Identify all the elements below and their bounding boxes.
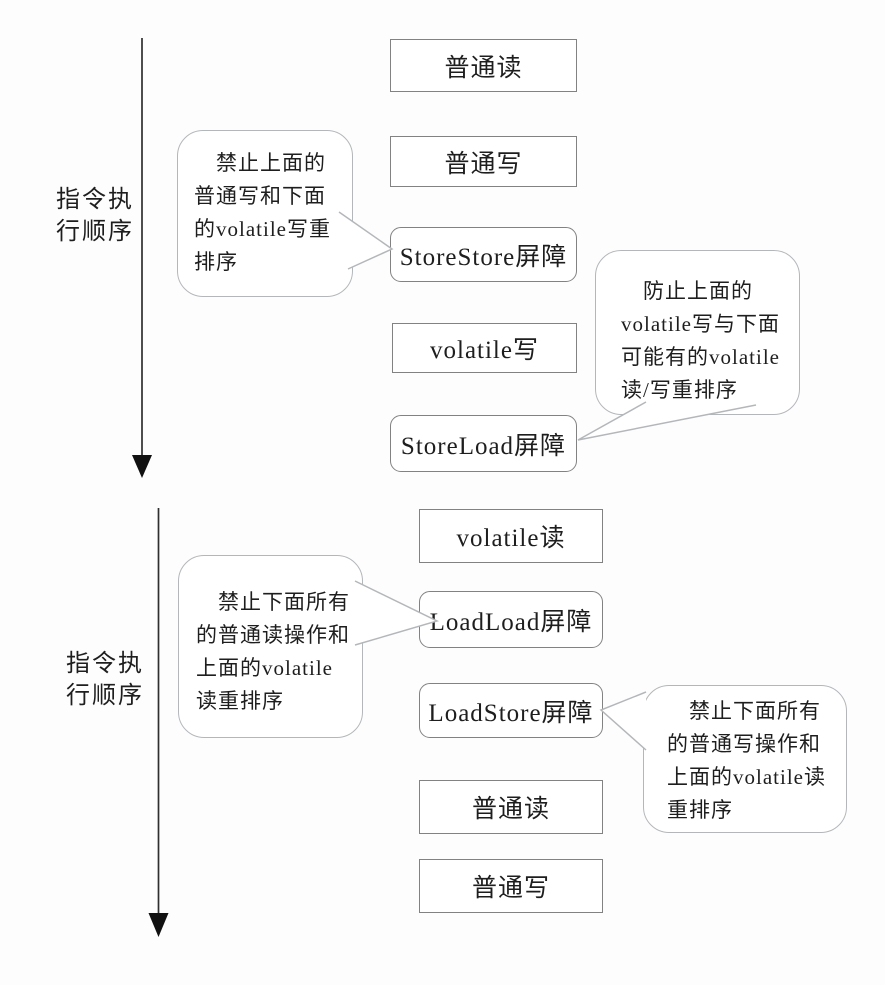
box-storeload-barrier: StoreLoad屏障	[390, 415, 577, 472]
box-label: StoreStore屏障	[399, 243, 568, 271]
box-label: LoadStore屏障	[428, 699, 594, 727]
bottom-right-callout-tail	[599, 691, 647, 751]
box-label: 普通写	[471, 875, 550, 902]
box-ordinary-write-top: 普通写	[390, 136, 577, 187]
box-label: StoreLoad屏障	[400, 432, 567, 460]
box-label: volatile写	[430, 337, 539, 364]
top-axis-label: 指令执 行顺序	[56, 187, 134, 245]
box-ordinary-read-top: 普通读	[390, 39, 577, 92]
bottom-axis-label: 指令执 行顺序	[66, 651, 144, 709]
box-volatile-write: volatile写	[392, 323, 577, 373]
box-storestore-barrier: StoreStore屏障	[390, 227, 577, 282]
box-label: 普通读	[471, 796, 550, 823]
box-label: LoadLoad屏障	[429, 608, 593, 636]
callout-text: 禁止上面的 普通写和下面 的volatile写重 排序	[194, 151, 331, 274]
callout-text: 防止上面的 volatile写与下面 可能有的volatile 读/写重排序	[621, 279, 780, 402]
callout-text: 禁止下面所有 的普通写操作和 上面的volatile读 重排序	[667, 699, 826, 822]
box-label: 普通写	[444, 150, 523, 178]
box-ordinary-write-bottom: 普通写	[419, 859, 603, 913]
box-volatile-read: volatile读	[419, 509, 603, 563]
callout-loadstore-note: 禁止下面所有 的普通写操作和 上面的volatile读 重排序	[643, 685, 847, 833]
top-arrow-head	[132, 455, 152, 478]
callout-storeload-note: 防止上面的 volatile写与下面 可能有的volatile 读/写重排序	[595, 250, 800, 415]
box-loadload-barrier: LoadLoad屏障	[419, 591, 603, 648]
box-loadstore-barrier: LoadStore屏障	[419, 683, 603, 738]
box-ordinary-read-bottom: 普通读	[419, 780, 603, 834]
callout-loadload-note: 禁止下面所有 的普通读操作和 上面的volatile 读重排序	[178, 555, 363, 738]
bottom-arrow-head	[148, 913, 169, 937]
callout-storestore-note: 禁止上面的 普通写和下面 的volatile写重 排序	[177, 130, 353, 297]
box-label: volatile读	[456, 525, 566, 552]
box-label: 普通读	[444, 54, 523, 82]
callout-text: 禁止下面所有 的普通读操作和 上面的volatile 读重排序	[196, 590, 350, 713]
